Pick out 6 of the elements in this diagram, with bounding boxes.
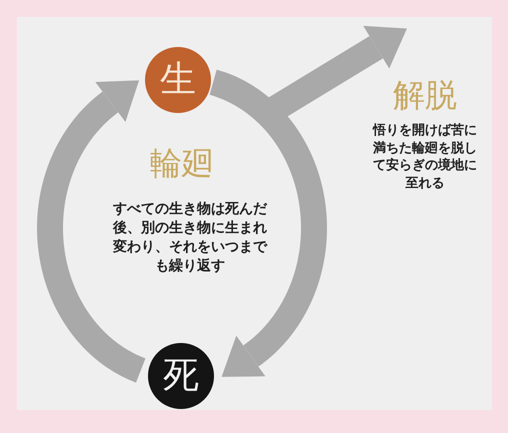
- heading: 解脱: [392, 78, 458, 114]
- heading: 輪廻: [149, 146, 215, 182]
- node-label: 死: [163, 358, 199, 394]
- description-text: 悟りを開けば苦に満ちた輪廻を脱して安らぎの境地に至れる: [372, 122, 478, 192]
- description-text: すべての生き物は死んだ後、別の生き物に生まれ変わり、それをいつまでも繰り返す: [112, 200, 268, 276]
- node-label: 生: [160, 62, 196, 98]
